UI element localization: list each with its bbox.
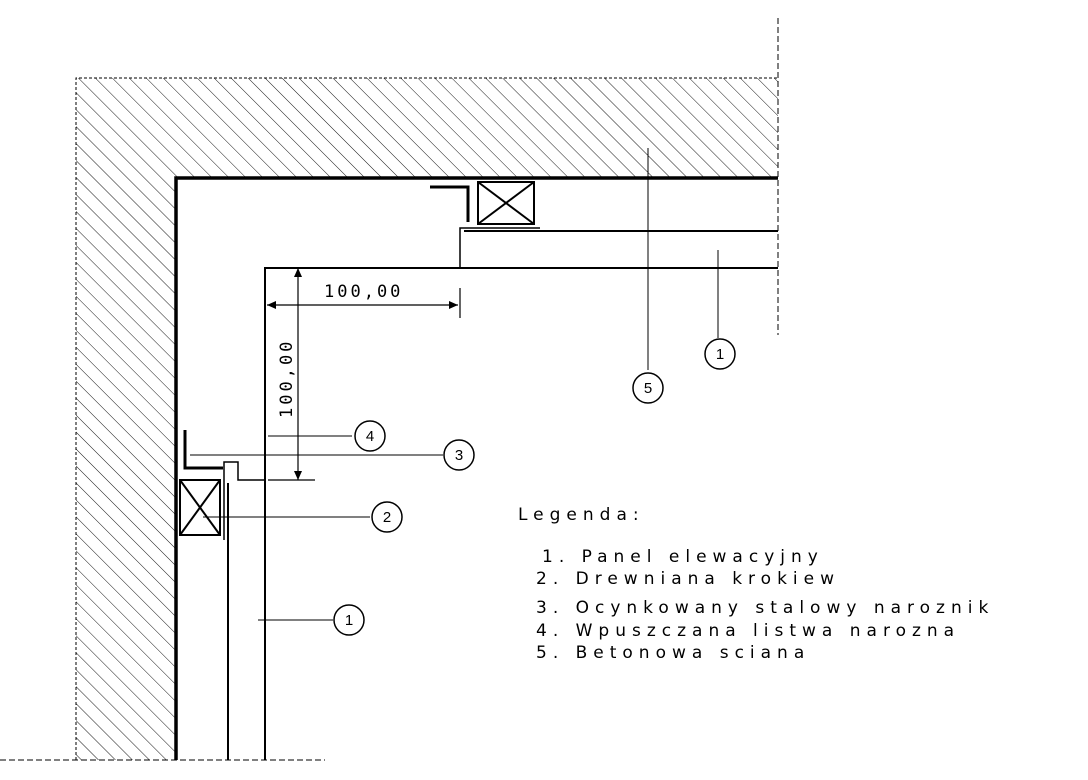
vertical-dimension xyxy=(268,268,315,481)
wall-face-line xyxy=(174,176,778,760)
top-steel-corner-profile xyxy=(430,185,470,222)
callout-steel-corner: 3 xyxy=(443,439,475,471)
svg-text:2: 2 xyxy=(383,509,391,526)
svg-text:3: 3 xyxy=(455,447,463,464)
leader-lines xyxy=(190,148,719,621)
svg-text:1: 1 xyxy=(345,612,353,629)
top-inset-strip xyxy=(459,227,540,268)
inner-corner-edge xyxy=(264,267,464,483)
svg-text:1: 1 xyxy=(716,346,724,363)
legend-item-3: 3. Ocynkowany stalowy naroznik xyxy=(536,598,995,618)
legend-item-2: 2. Drewniana krokiew xyxy=(536,569,840,589)
legend-title: Legenda: xyxy=(518,505,645,525)
callout-inset-strip: 4 xyxy=(354,420,386,452)
callout-concrete-wall: 5 xyxy=(632,372,664,404)
left-timber-rafter xyxy=(179,479,221,536)
left-facade-panel xyxy=(227,483,266,760)
wall-outline-dashed xyxy=(75,77,778,760)
svg-text:4: 4 xyxy=(366,428,374,445)
svg-text:5: 5 xyxy=(644,380,652,397)
concrete-wall-hatch xyxy=(76,78,778,760)
legend-item-4: 4. Wpuszczana listwa narozna xyxy=(536,621,961,641)
callout-top-panel: 1 xyxy=(704,338,736,370)
left-steel-corner-profile xyxy=(183,430,223,470)
legend-list: 1. Panel elewacyjny 2. Drewniana krokiew… xyxy=(536,549,1088,669)
vertical-dimension-label: 100,00 xyxy=(277,339,297,418)
callout-left-panel: 1 xyxy=(333,604,365,636)
legend-item-1: 1. Panel elewacyjny xyxy=(542,547,824,567)
legend-item-5: 5. Betonowa sciana xyxy=(536,643,811,663)
top-facade-panel xyxy=(464,230,778,269)
callout-timber-rafter: 2 xyxy=(371,501,403,533)
left-inset-strip xyxy=(223,461,265,540)
horizontal-dimension-label: 100,00 xyxy=(324,282,403,302)
top-timber-rafter xyxy=(477,181,535,225)
